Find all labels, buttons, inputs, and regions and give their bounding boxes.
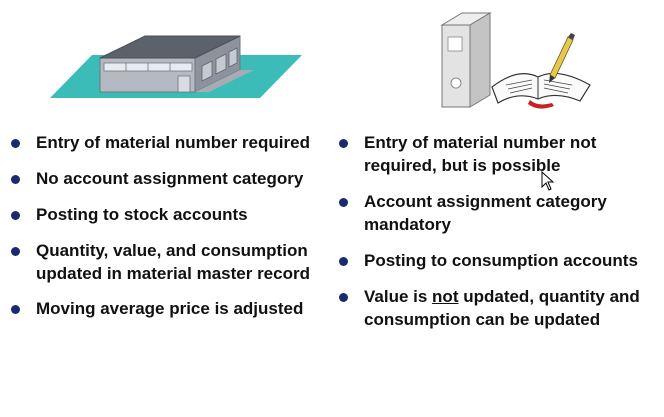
bullet-icon — [11, 211, 20, 220]
list-item: Posting to consumption accounts — [338, 249, 660, 272]
binder-label — [447, 36, 463, 52]
list-item-text: Posting to consumption accounts — [364, 251, 638, 270]
list-item-text: Entry of material number not required, b… — [364, 133, 597, 175]
bullet-icon — [11, 305, 20, 314]
bullet-icon — [339, 257, 348, 266]
list-item: Entry of material number not required, b… — [338, 131, 660, 177]
open-book-icon — [491, 72, 591, 104]
list-item-text-start: Value is — [364, 287, 433, 306]
binder-and-book-illustration — [440, 12, 591, 109]
list-item-text: Moving average price is adjusted — [36, 299, 304, 318]
warehouse-roof — [99, 35, 241, 59]
mouse-cursor-icon — [541, 171, 555, 191]
warehouse-ramp — [195, 70, 254, 92]
book-ribbon — [528, 100, 554, 109]
bullet-icon — [11, 175, 20, 184]
list-item-text: Account assignment category mandatory — [364, 192, 607, 234]
list-item: Quantity, value, and consumption updated… — [10, 239, 320, 285]
book-text-lines — [505, 79, 573, 94]
bullet-icon — [339, 198, 348, 207]
warehouse-illustration — [50, 35, 302, 98]
list-item: Value is not updated, quantity and consu… — [338, 285, 660, 331]
list-item: Entry of material number required — [10, 131, 320, 154]
list-item: Account assignment category mandatory — [338, 190, 660, 236]
list-item-text: Entry of material number required — [36, 133, 310, 152]
bullet-icon — [11, 247, 20, 256]
list-item: No account assignment category — [10, 167, 320, 190]
list-item: Posting to stock accounts — [10, 203, 320, 226]
list-item-text-end: updated, quantity and consumption can be… — [364, 287, 640, 329]
list-item: Moving average price is adjusted — [10, 297, 320, 320]
pencil-icon — [549, 33, 575, 83]
list-item-text: Quantity, value, and consumption updated… — [36, 241, 310, 283]
list-item-text-emphasis: not — [432, 287, 459, 306]
list-item-text: Posting to stock accounts — [36, 205, 248, 224]
binder-ring-hole — [450, 77, 462, 89]
right-bullet-list: Entry of material number not required, b… — [338, 126, 660, 331]
bullet-icon — [11, 139, 20, 148]
bullet-icon — [339, 293, 348, 302]
left-bullet-list: Entry of material number required No acc… — [10, 126, 320, 320]
list-item-text: No account assignment category — [36, 169, 304, 188]
bullet-icon — [339, 139, 348, 148]
warehouse-door — [177, 75, 191, 93]
